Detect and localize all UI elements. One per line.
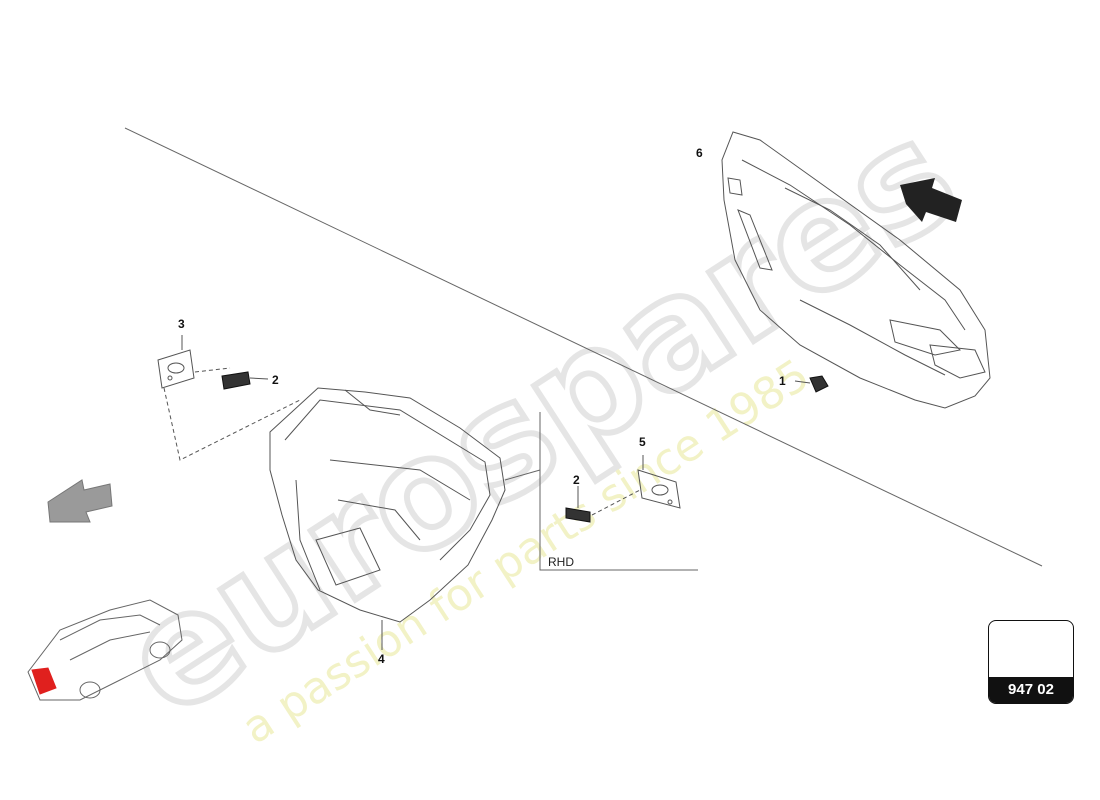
callout-2-right: 2 [573,473,580,487]
diagram-code: 947 02 [989,677,1073,703]
callout-3: 3 [178,317,185,331]
callout-5: 5 [639,435,646,449]
leader-lines-left [163,367,301,461]
direction-arrow-grey [47,479,113,523]
section-line [124,127,1043,567]
variant-label-rhd: RHD [548,555,574,569]
courtesy-lamp-left[interactable] [221,371,269,390]
callout-labels: 1 2 3 2 4 5 6 RHD [178,146,786,666]
courtesy-lamp-door[interactable] [794,375,829,393]
bracket-right[interactable] [591,455,681,516]
callout-6: 6 [696,146,703,160]
callout-1: 1 [779,374,786,388]
vehicle-location-thumbnail [27,599,183,701]
door-trim-panel[interactable] [721,131,991,409]
bracket-left[interactable] [157,335,195,389]
callout-2-left: 2 [272,373,279,387]
direction-arrow-dark [900,178,962,222]
callout-4: 4 [378,652,385,666]
diagram-code-box: 947 02 [988,620,1074,704]
courtesy-lamp-right[interactable] [565,486,591,523]
storage-compartment[interactable] [269,387,506,650]
rhd-bracket-lines [504,412,698,571]
